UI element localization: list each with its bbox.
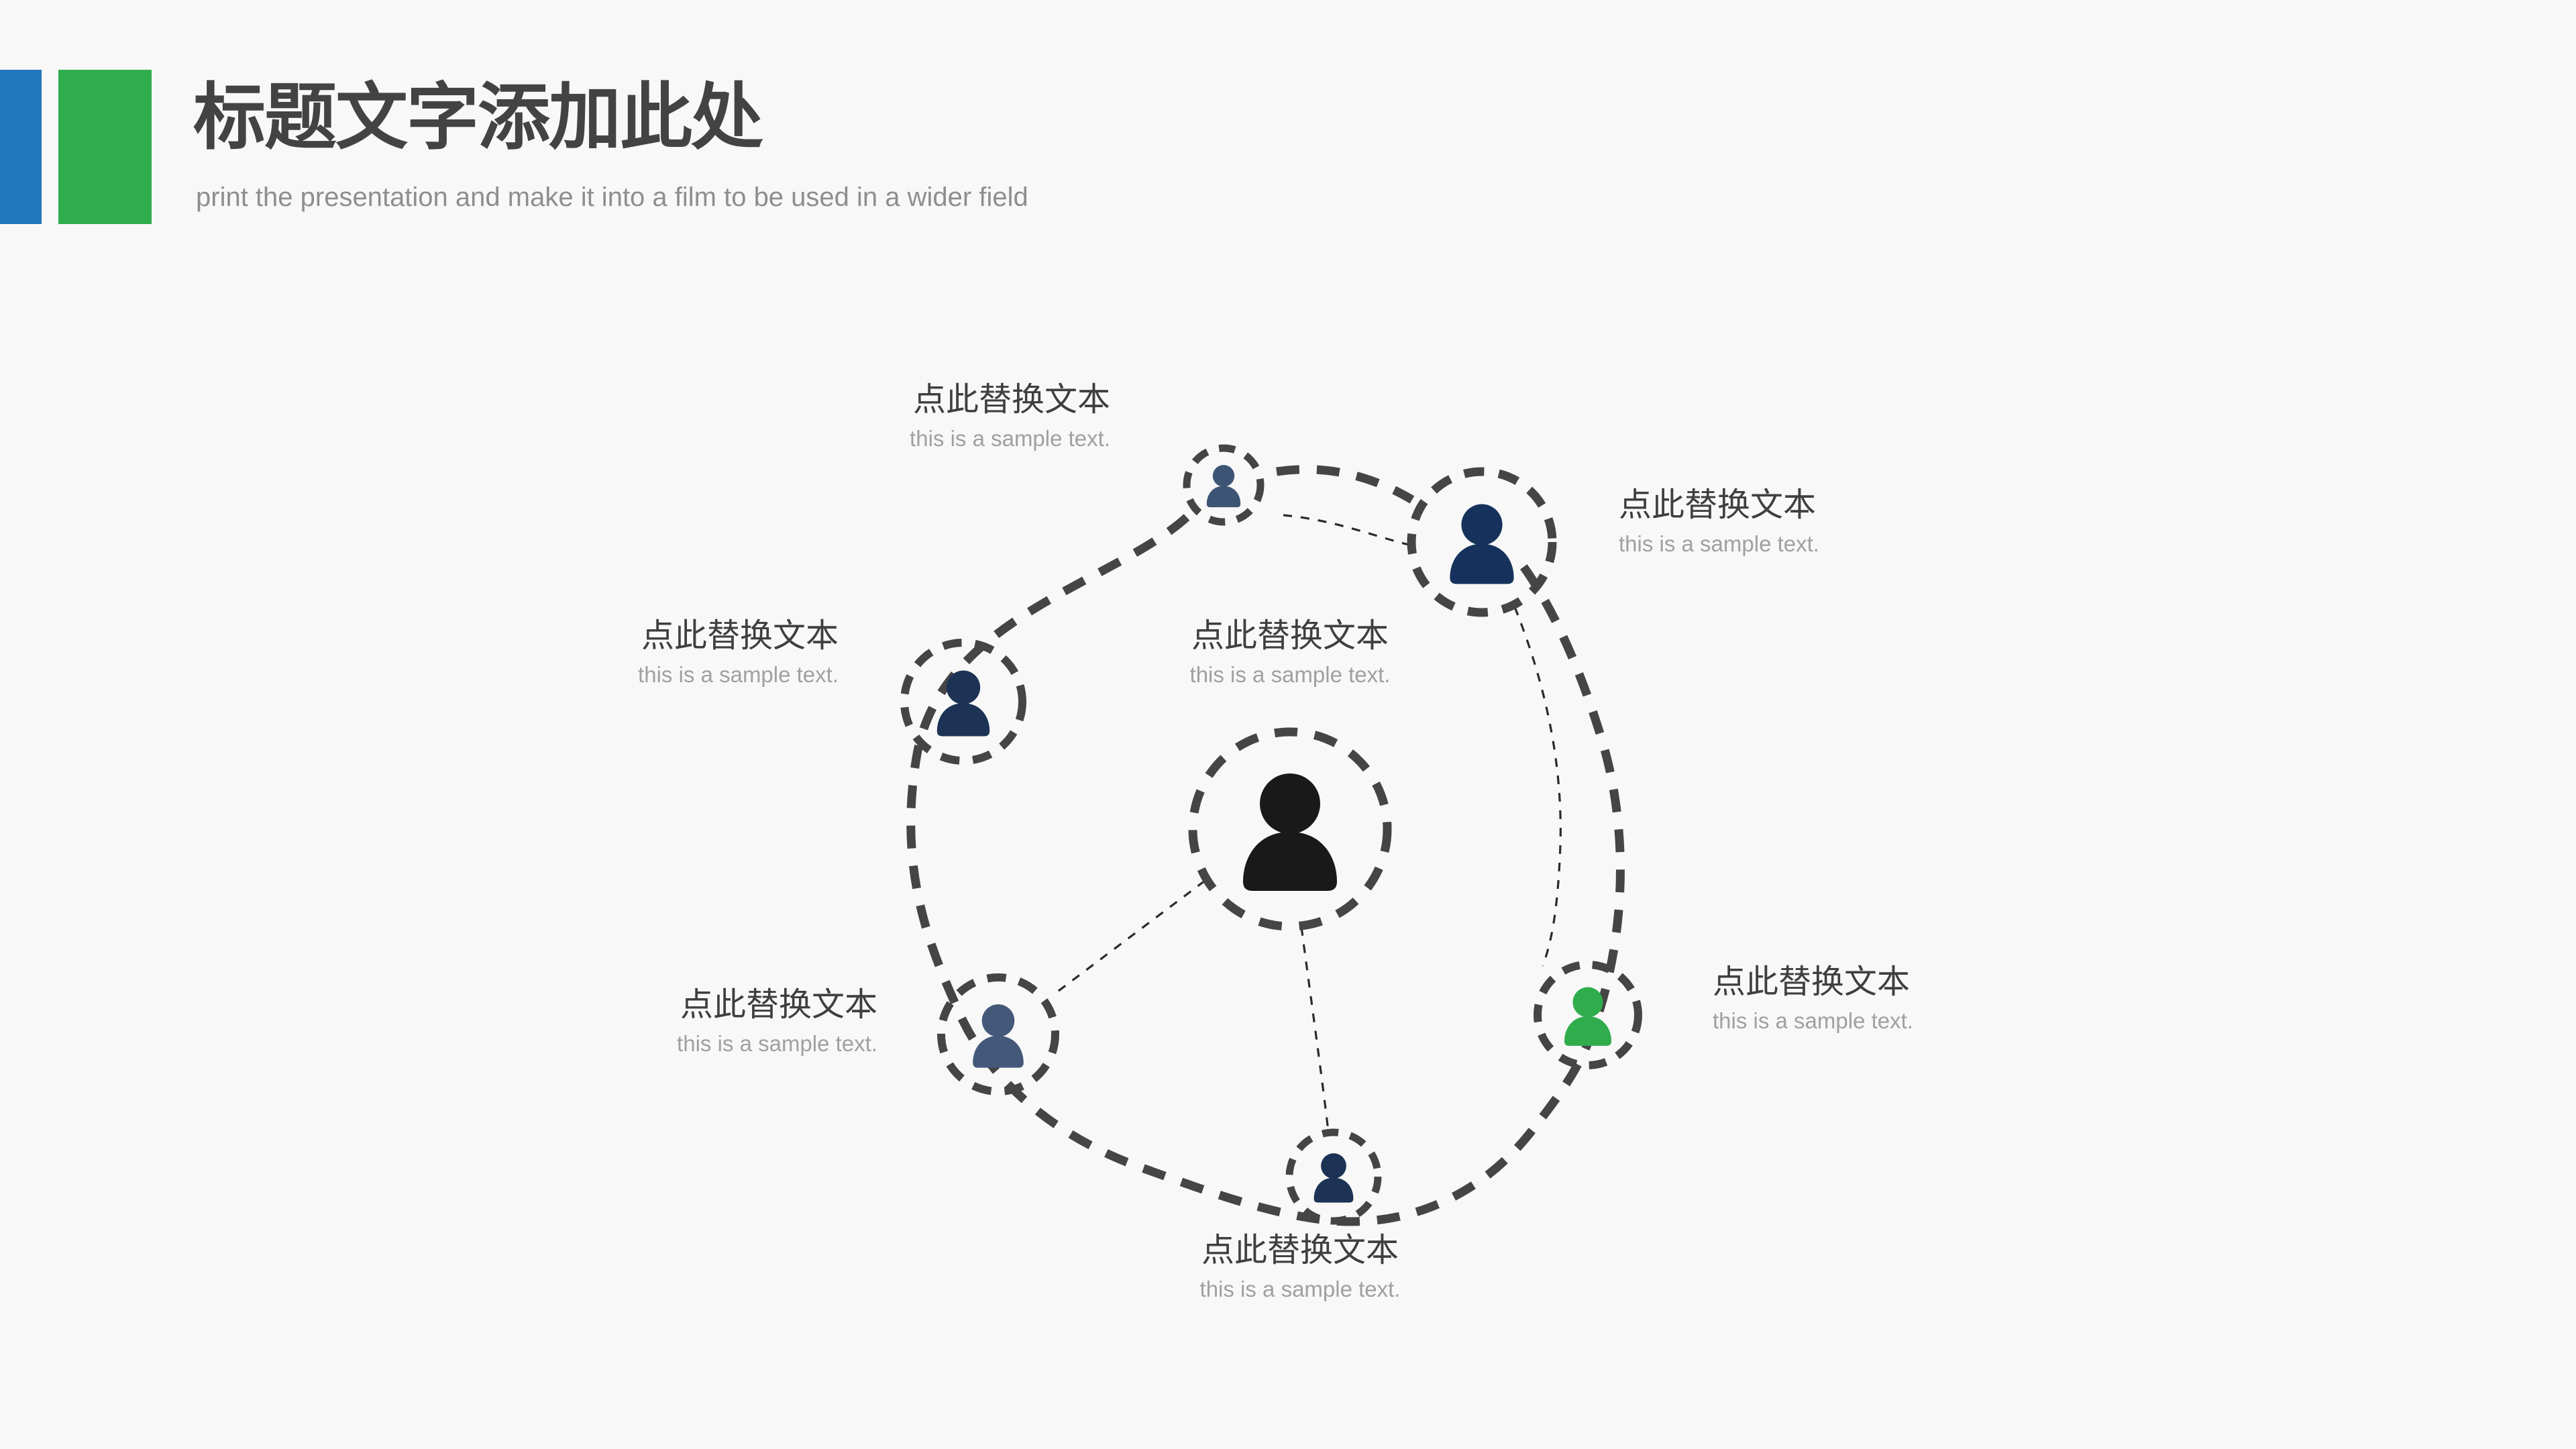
node-center-ring (1188, 727, 1392, 931)
node-upper-right-ring (1407, 467, 1557, 617)
outer-dashed-ring (906, 514, 1625, 1226)
thin-link-top-to-upper-right (1283, 514, 1409, 546)
spoke-center-to-lower-left (1053, 879, 1205, 996)
person-icon (1564, 987, 1611, 1046)
node-top[interactable] (1183, 444, 1265, 526)
node-right-green[interactable] (1534, 961, 1642, 1069)
node-left-ring (900, 639, 1026, 765)
node-label-center-sub: this is a sample text. (1189, 661, 1391, 687)
person-icon (1313, 1153, 1354, 1203)
link-top-to-upper-right (1276, 465, 1415, 504)
person-icon (1450, 504, 1514, 584)
person-icon (973, 1004, 1024, 1068)
node-label-bottom[interactable]: 点此替换文本 this is a sample text. (1200, 1232, 1401, 1304)
node-label-upper-right-sub: this is a sample text. (1619, 531, 1819, 556)
page-subtitle: print the presentation and make it into … (196, 182, 1028, 212)
person-icon (1243, 773, 1337, 891)
header-accent-bar-green (58, 70, 152, 224)
node-label-lower-left[interactable]: 点此替换文本 this is a sample text. (677, 986, 877, 1059)
node-label-right-green-title: 点此替换文本 (1713, 964, 1911, 1000)
node-lower-left[interactable] (937, 973, 1059, 1095)
person-icon (1206, 465, 1241, 508)
node-label-right-green-sub: this is a sample text. (1713, 1008, 1913, 1033)
node-label-lower-left-sub: this is a sample text. (677, 1030, 877, 1056)
node-lower-left-ring (937, 973, 1059, 1095)
node-center[interactable] (1188, 727, 1392, 931)
node-label-lower-left-title: 点此替换文本 (680, 987, 877, 1023)
node-upper-right[interactable] (1407, 467, 1557, 617)
person-icon (936, 670, 990, 737)
node-label-left-sub: this is a sample text. (638, 661, 839, 687)
node-label-bottom-title: 点此替换文本 (1201, 1232, 1399, 1269)
node-label-bottom-sub: this is a sample text. (1199, 1276, 1401, 1301)
node-label-left-title: 点此替换文本 (641, 618, 839, 654)
node-label-center[interactable]: 点此替换文本 this is a sample text. (1190, 617, 1391, 690)
node-label-center-title: 点此替换文本 (1191, 618, 1389, 654)
header-accent-bar-blue (0, 70, 42, 224)
node-label-top-title: 点此替换文本 (912, 382, 1110, 418)
node-label-top-sub: this is a sample text. (910, 425, 1110, 451)
thin-link-upper-right-to-green (1513, 606, 1562, 967)
node-label-top[interactable]: 点此替换文本 this is a sample text. (910, 381, 1110, 453)
node-label-upper-right-title: 点此替换文本 (1619, 487, 1817, 523)
node-bottom[interactable] (1285, 1128, 1382, 1225)
spoke-center-to-bottom (1300, 926, 1330, 1132)
node-label-left[interactable]: 点此替换文本 this is a sample text. (638, 617, 839, 690)
node-right-green-ring (1534, 961, 1642, 1069)
node-left[interactable] (900, 639, 1026, 765)
node-label-upper-right[interactable]: 点此替换文本 this is a sample text. (1619, 486, 1819, 559)
node-top-ring (1183, 444, 1265, 526)
page-title: 标题文字添加此处 (193, 76, 763, 158)
node-label-right-green[interactable]: 点此替换文本 this is a sample text. (1713, 963, 1913, 1036)
node-bottom-ring (1285, 1128, 1382, 1225)
